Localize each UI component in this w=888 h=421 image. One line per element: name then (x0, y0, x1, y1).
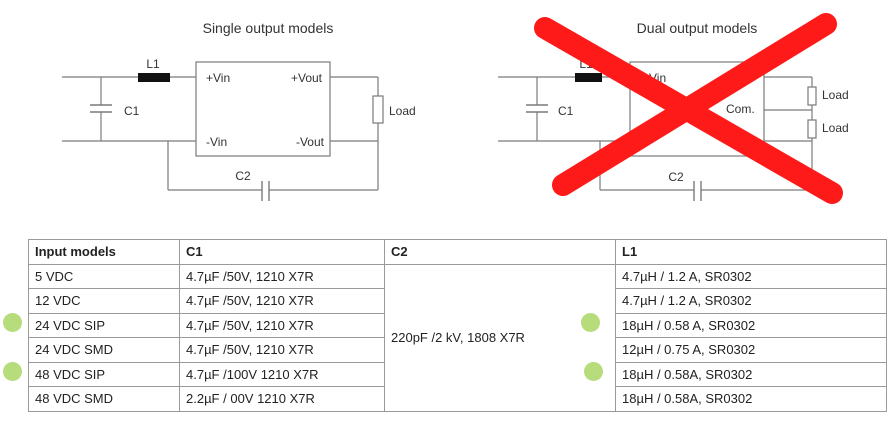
single-l1-label: L1 (146, 57, 160, 71)
marker-dot-24vdc-sip-l1 (581, 313, 600, 332)
cell-c1: 4.7µF /50V, 1210 X7R (179, 288, 385, 314)
cell-c1: 2.2µF / 00V 1210 X7R (179, 386, 385, 412)
cell-model: 5 VDC (28, 263, 180, 289)
single-diagram-title: Single output models (203, 20, 334, 36)
cell-l1: 4.7µH / 1.2 A, SR0302 (615, 288, 887, 314)
table-row: 24 VDC SMD 4.7µF /50V, 1210 X7R 12µH / 0… (28, 337, 887, 363)
marker-dot-24vdc-sip-model (3, 313, 22, 332)
single-module-box (195, 61, 331, 157)
dual-c2-label: C2 (668, 170, 684, 184)
header-c2: C2 (384, 239, 616, 265)
cell-model: 48 VDC SIP (28, 361, 180, 387)
single-vin-neg-label: -Vin (206, 135, 227, 149)
cell-l1: 18µH / 0.58A, SR0302 (615, 386, 887, 412)
cell-c1: 4.7µF /50V, 1210 X7R (179, 263, 385, 289)
table-header-row: Input models C1 C2 L1 (28, 239, 887, 265)
single-load-label: Load (389, 104, 416, 118)
cell-l1: 18µH / 0.58 A, SR0302 (615, 312, 887, 338)
header-input-models: Input models (28, 239, 180, 265)
cell-l1: 18µH / 0.58A, SR0302 (615, 361, 887, 387)
dual-c1-label: C1 (558, 104, 574, 118)
single-load-resistor (372, 95, 384, 124)
dual-load-top-label: Load (822, 88, 849, 102)
dual-diagram-title: Dual output models (637, 20, 758, 36)
single-vin-pos-label: +Vin (206, 71, 230, 85)
single-c1-label: C1 (124, 104, 140, 118)
cell-c1: 4.7µF /50V, 1210 X7R (179, 337, 385, 363)
single-vout-neg-label: -Vout (296, 135, 325, 149)
cell-l1: 12µH / 0.75 A, SR0302 (615, 337, 887, 363)
red-cross-out-mark (534, 13, 843, 204)
cell-model: 48 VDC SMD (28, 386, 180, 412)
marker-dot-48vdc-sip-model (3, 362, 22, 381)
cell-c1: 4.7µF /50V, 1210 X7R (179, 312, 385, 338)
single-inductor-l1 (138, 73, 170, 82)
single-c2-label: C2 (235, 169, 251, 183)
table-row: 48 VDC SIP 4.7µF /100V 1210 X7R 18µH / 0… (28, 361, 887, 387)
cell-model: 24 VDC SMD (28, 337, 180, 363)
single-output-diagram: Single output models L1 C1 +Vin -Vin +Vo… (62, 20, 416, 201)
header-c1: C1 (179, 239, 385, 265)
dual-load-resistor-bottom (807, 119, 817, 139)
cell-c2-merged: 220pF /2 kV, 1808 X7R (384, 263, 616, 412)
dual-load-resistor-top (807, 86, 817, 106)
single-vout-pos-label: +Vout (291, 71, 323, 85)
table-row: 5 VDC 4.7µF /50V, 1210 X7R 220pF /2 kV, … (28, 263, 887, 412)
dual-output-diagram: Dual output models L1 C1 +Vin +V Com. Lo… (498, 13, 849, 204)
dual-com-label: Com. (726, 102, 755, 116)
dual-inductor-l1 (575, 73, 602, 82)
table-row: 48 VDC SMD 2.2µF / 00V 1210 X7R 18µH / 0… (28, 386, 887, 412)
cell-model: 12 VDC (28, 288, 180, 314)
cell-l1: 4.7µH / 1.2 A, SR0302 (615, 263, 887, 289)
marker-dot-48vdc-sip-l1 (584, 362, 603, 381)
dual-load-bottom-label: Load (822, 121, 849, 135)
component-spec-table: Input models C1 C2 L1 5 VDC 4.7µF /50V, … (28, 239, 887, 412)
header-l1: L1 (615, 239, 887, 265)
cell-c1: 4.7µF /100V 1210 X7R (179, 361, 385, 387)
circuit-diagrams: Single output models L1 C1 +Vin -Vin +Vo… (62, 13, 849, 204)
cell-model: 24 VDC SIP (28, 312, 180, 338)
